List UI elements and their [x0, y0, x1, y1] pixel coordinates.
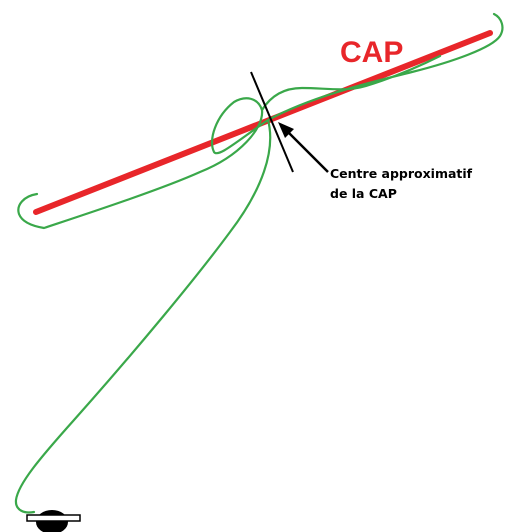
centre-tangent-line — [250, 71, 294, 173]
centre-arrow-head — [278, 122, 294, 138]
centre-annotation-line2: de la CAP — [330, 186, 397, 201]
centre-arrow-shaft — [283, 127, 329, 173]
flight-path — [14, 12, 504, 514]
cap-label: CAP — [340, 36, 403, 69]
start-marker-icon — [26, 510, 81, 532]
centre-annotation-line1: Centre approximatif — [330, 166, 473, 181]
